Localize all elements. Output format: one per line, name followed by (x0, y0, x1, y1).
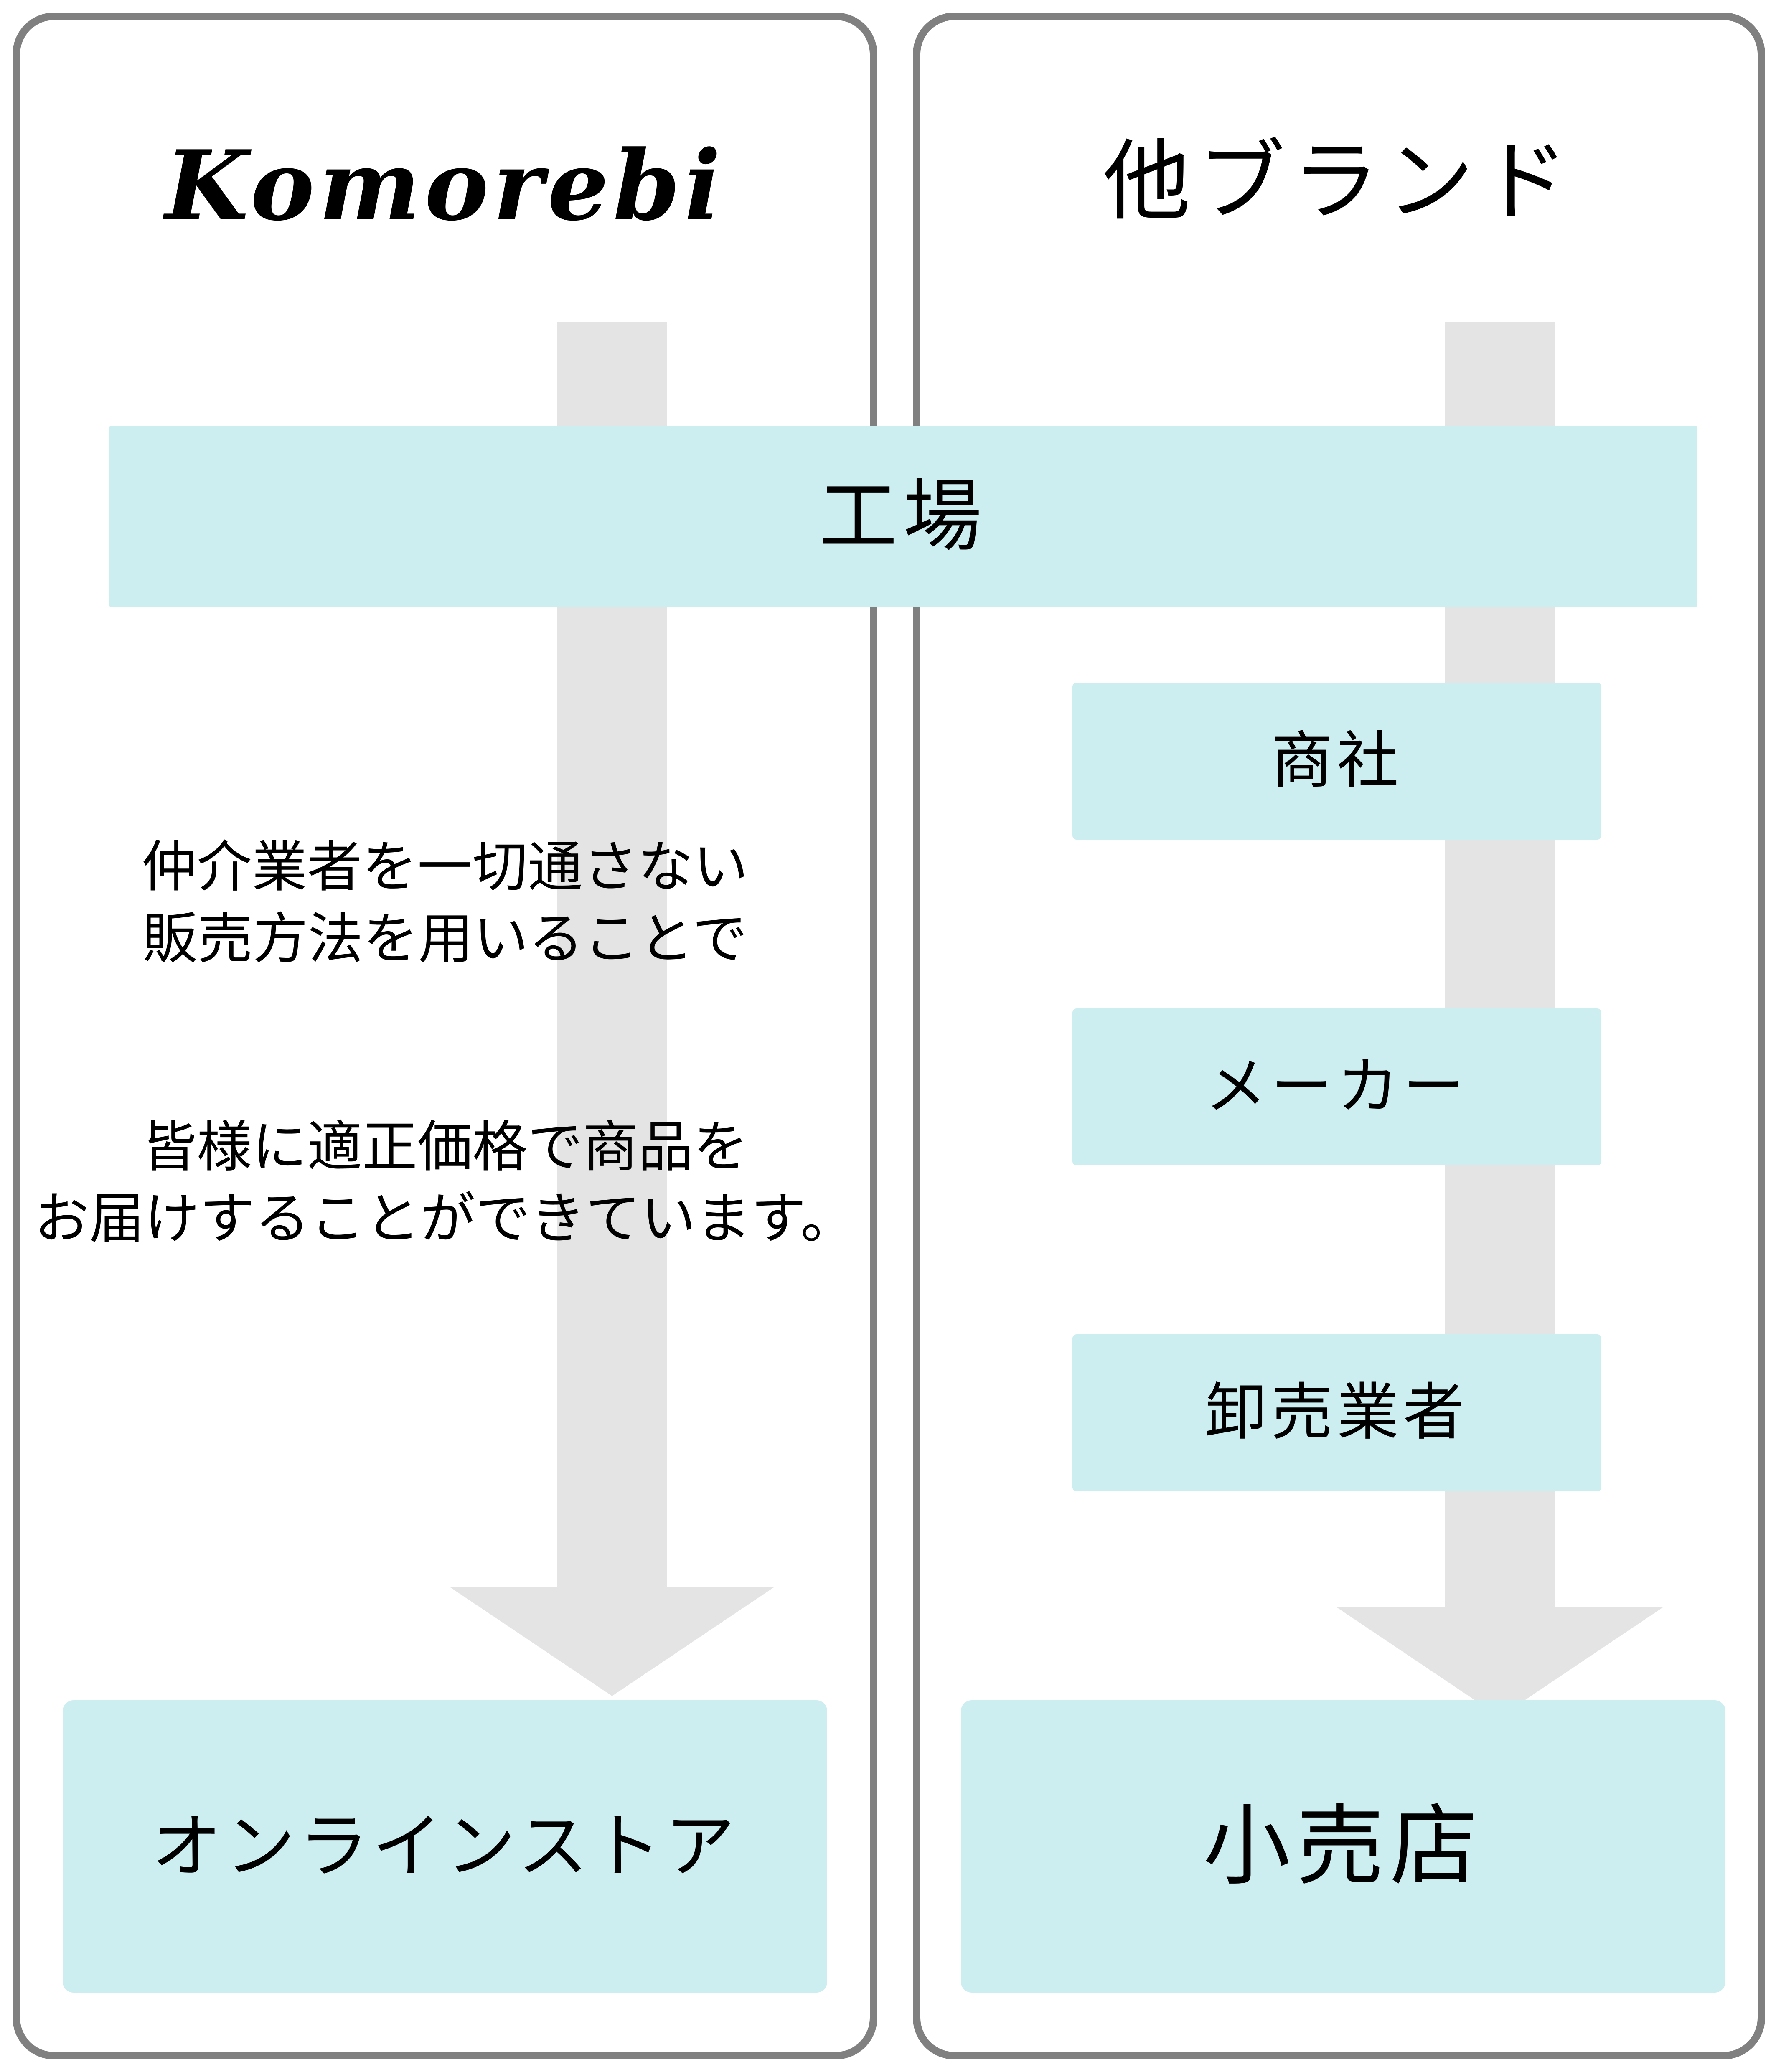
trading-company-node: 商社 (1072, 683, 1601, 840)
factory-node: 工場 (109, 426, 1697, 607)
wholesaler-node: 卸売業者 (1072, 1334, 1601, 1491)
other-brands-title: 他ブランド (1103, 132, 1575, 231)
komorebi-description-line-1: 仲介業者を一切通さない 販売方法を用いることで (142, 836, 748, 970)
manufacturer-node: メーカー (1072, 1008, 1601, 1166)
arrow-head (449, 1587, 775, 1696)
arrow-head (1337, 1607, 1663, 1717)
online-store-node: オンラインストア (63, 1700, 827, 1993)
retail-store-node: 小売店 (961, 1700, 1725, 1993)
komorebi-description-line-2: 皆様に適正価格で商品を お届けすることができています。 (34, 1116, 856, 1249)
komorebi-brand-title: Komorebi (165, 130, 725, 242)
